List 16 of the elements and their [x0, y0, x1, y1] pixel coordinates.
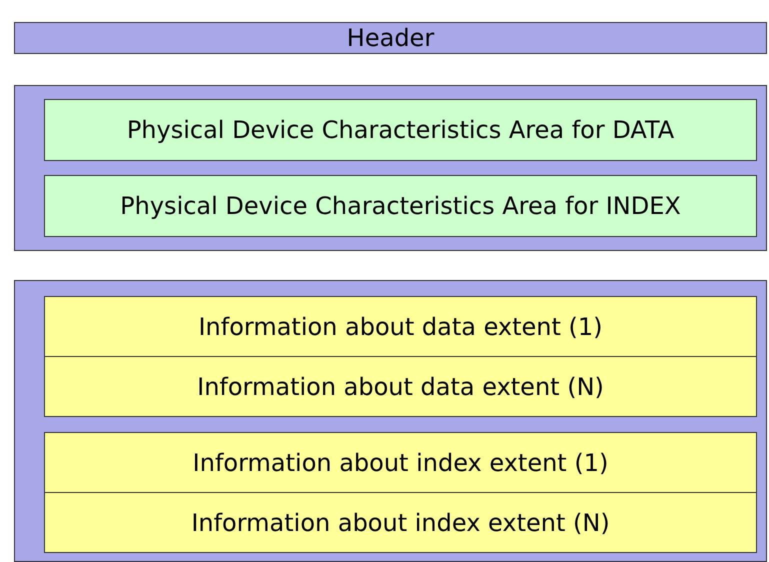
box-label: Physical Device Characteristics Area for DATA [126, 115, 674, 145]
box-label: Information about index extent (N) [191, 508, 610, 538]
field-box [44, 175, 757, 237]
field-box [44, 99, 757, 161]
container-box [14, 280, 767, 562]
box-label: Header [346, 23, 434, 53]
box-label: Information about data extent (N) [197, 372, 604, 402]
field-box [44, 432, 757, 493]
field-box [44, 492, 757, 553]
box-label: Physical Device Characteristics Area for INDEX [120, 191, 681, 221]
container-box [14, 85, 767, 251]
field-box [44, 296, 757, 357]
box-label: Information about index extent (1) [192, 448, 608, 478]
field-box [44, 356, 757, 417]
header-bar [14, 22, 767, 54]
box-label: Information about data extent (1) [198, 312, 603, 342]
